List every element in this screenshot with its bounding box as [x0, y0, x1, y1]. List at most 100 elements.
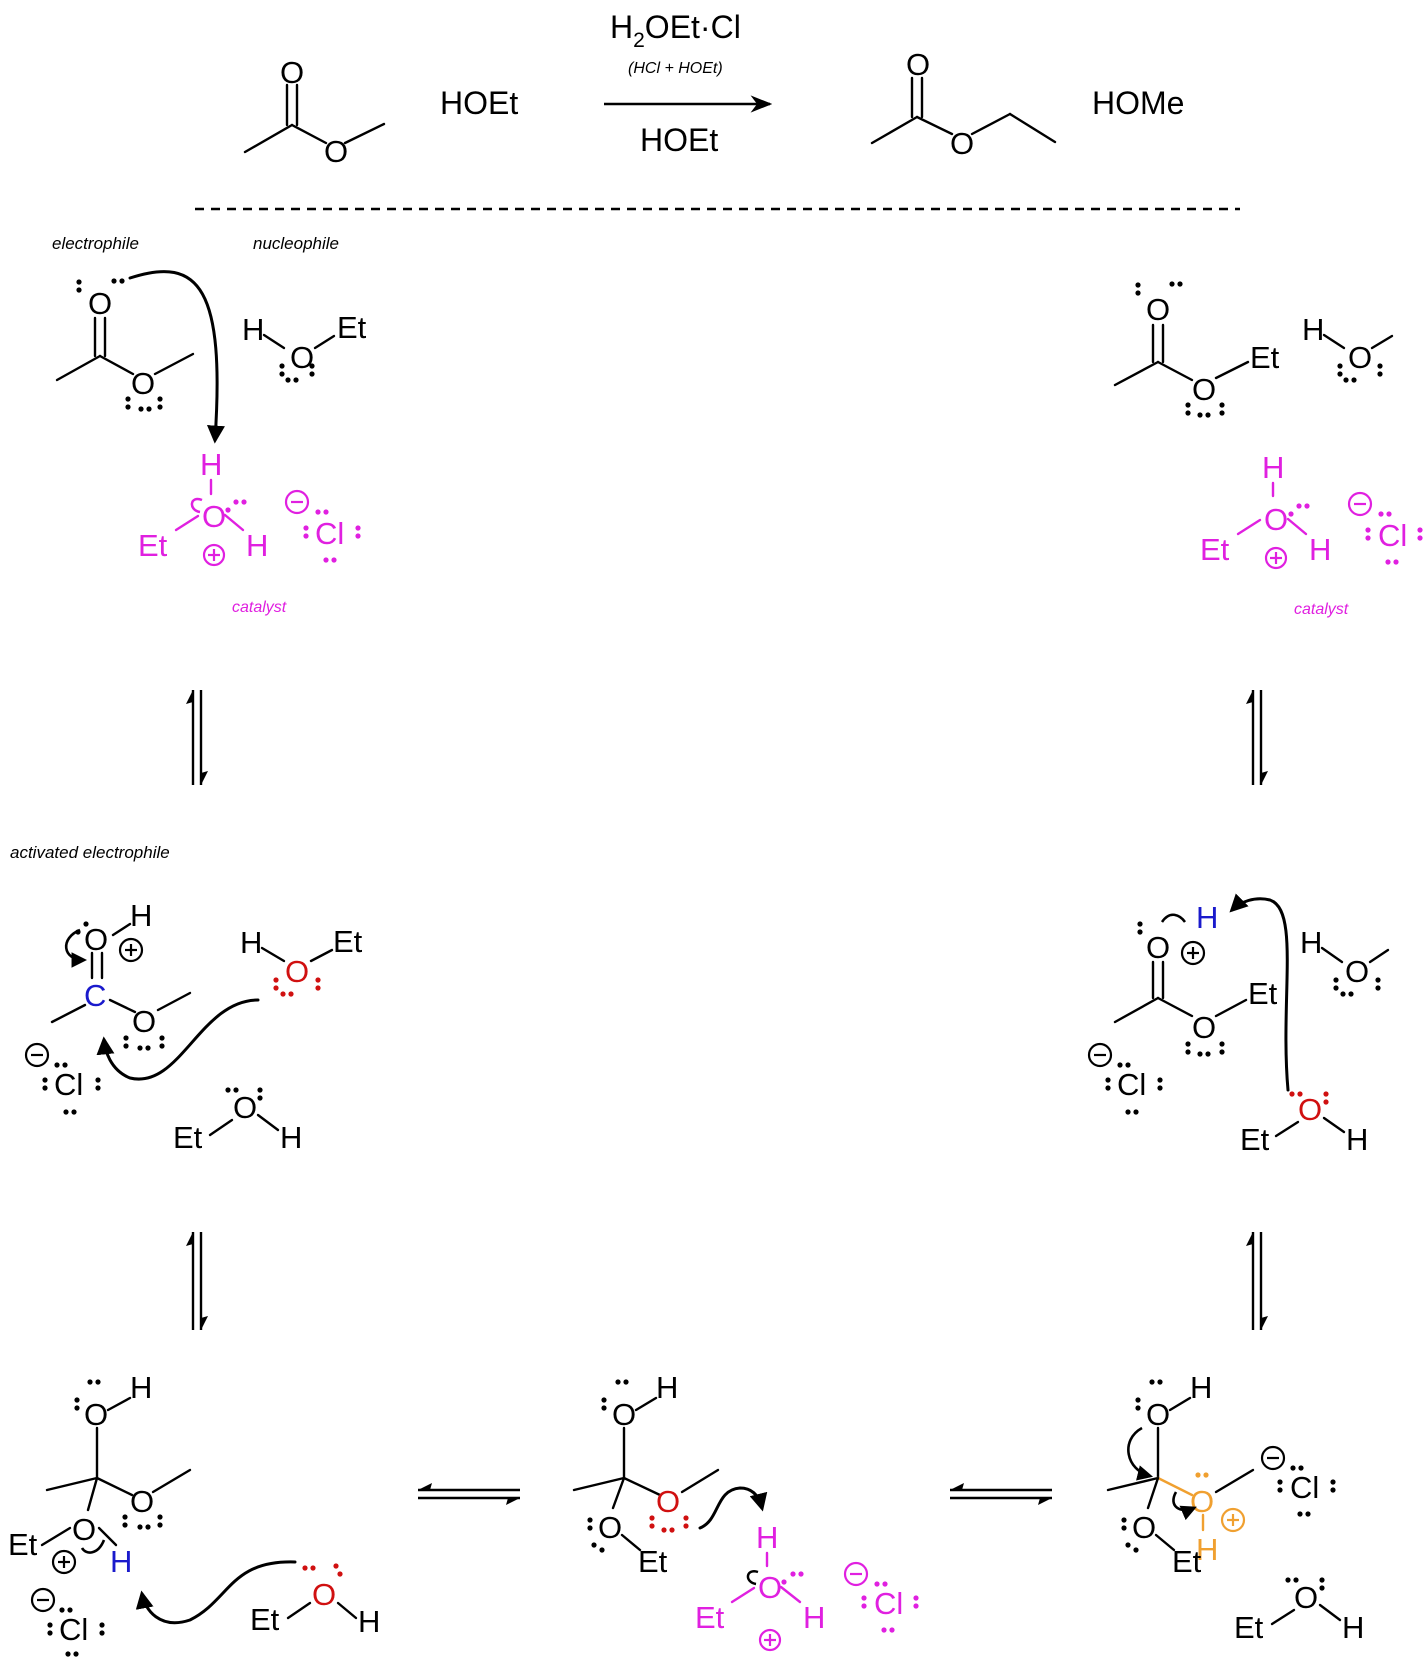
- chloride: Cl: [1260, 1445, 1336, 1517]
- atom-o: O: [72, 1512, 96, 1547]
- atom-o: O: [656, 1484, 680, 1519]
- atom-o: O: [950, 126, 974, 161]
- atom-o: O: [758, 1570, 782, 1605]
- label-catalyst: catalyst: [232, 599, 287, 616]
- panel-tetrahedral-neutral: O H O O Et H O Et H: [572, 1370, 919, 1652]
- panel-start: electrophile nucleophile O O H O Et: [52, 234, 367, 616]
- atom-h: H: [1262, 450, 1284, 485]
- atom-h: H: [240, 925, 262, 960]
- chloride: Cl: [1087, 1042, 1163, 1115]
- lone-pairs: [1289, 1091, 1329, 1105]
- curly-arrow-small: [746, 1570, 759, 1586]
- atom-o: O: [612, 1397, 636, 1432]
- negative-charge: [24, 1042, 50, 1068]
- positive-charge: [118, 937, 144, 963]
- equilibrium-arrow: [418, 1483, 520, 1505]
- catalyst-oxonium: H O Et H: [695, 1520, 825, 1652]
- equilibrium-arrow: [186, 690, 208, 785]
- atom-et: Et: [1248, 976, 1278, 1011]
- curly-arrow-small: [64, 928, 88, 968]
- atom-o: O: [1192, 372, 1216, 407]
- atom-o: O: [1264, 502, 1288, 537]
- atom-h: H: [756, 1520, 778, 1555]
- atom-cl: Cl: [874, 1586, 903, 1621]
- lone-pairs: [1333, 977, 1381, 997]
- atom-cl: Cl: [1290, 1470, 1319, 1505]
- atom-h: H: [110, 1544, 132, 1579]
- lone-pairs: [1137, 921, 1225, 1057]
- lone-pairs: [1337, 363, 1383, 383]
- panel-end: O O Et H O H O Et H: [1113, 281, 1423, 618]
- atom-h: H: [656, 1370, 678, 1405]
- atom-o: O: [285, 954, 309, 989]
- curly-arrow: [135, 1560, 297, 1625]
- reagent-note: (HCl + HOEt): [628, 60, 723, 77]
- atom-o: O: [132, 1004, 156, 1039]
- atom-o: O: [1348, 340, 1372, 375]
- curly-arrow: [128, 270, 225, 444]
- solvent-label: HOEt: [640, 122, 718, 158]
- atom-et: Et: [1240, 1122, 1270, 1157]
- label-catalyst: catalyst: [1294, 601, 1349, 618]
- lone-pairs: [1135, 281, 1225, 418]
- lone-pairs: [279, 363, 315, 383]
- equilibrium-arrow: [950, 1483, 1052, 1505]
- atom-h: H: [1196, 1532, 1218, 1567]
- atom-h: H: [1196, 900, 1218, 935]
- negative-charge: [284, 489, 310, 515]
- atom-cl: Cl: [315, 516, 344, 551]
- atom-et: Et: [173, 1120, 203, 1155]
- equilibrium-arrow: [1246, 1232, 1268, 1330]
- chloride: Cl: [1347, 491, 1423, 565]
- curly-arrow-small: [1127, 1426, 1154, 1481]
- atom-carbon: C: [84, 978, 106, 1013]
- atom-et: Et: [250, 1602, 280, 1637]
- atom-o: O: [1192, 1010, 1216, 1045]
- atom-o: O: [324, 134, 348, 169]
- curly-arrow-small: [80, 1539, 106, 1554]
- atom-et: Et: [138, 528, 168, 563]
- lone-pairs: [76, 278, 163, 412]
- negative-charge: [30, 1587, 56, 1613]
- ethyl-acetate: O O: [870, 47, 1057, 161]
- positive-charge: [1220, 1507, 1246, 1533]
- curly-arrow-small: [1160, 913, 1187, 923]
- negative-charge: [1347, 491, 1373, 517]
- lone-pairs: [75, 921, 165, 1051]
- chloride: Cl: [24, 1042, 101, 1115]
- reagent-catalyst: H2OEt·Cl: [610, 9, 741, 52]
- equilibrium-arrow: [186, 1232, 208, 1330]
- atom-et: Et: [1200, 532, 1230, 567]
- atom-o: O: [1146, 292, 1170, 327]
- atom-o: O: [1345, 954, 1369, 989]
- atom-o: O: [88, 286, 112, 321]
- lone-pairs: [1285, 1577, 1325, 1591]
- atom-o: O: [84, 1397, 108, 1432]
- reactant-ethanol: HOEt: [440, 85, 518, 121]
- atom-et: Et: [333, 924, 363, 959]
- lone-pairs: [273, 977, 321, 997]
- lone-pairs: [74, 1379, 163, 1530]
- atom-cl: Cl: [54, 1067, 83, 1102]
- atom-o: O: [233, 1090, 257, 1125]
- atom-o: O: [130, 1484, 154, 1519]
- label-activated-electrophile: activated electrophile: [10, 843, 170, 862]
- chloride: Cl: [284, 489, 361, 563]
- label-electrophile: electrophile: [52, 234, 139, 253]
- negative-charge: [843, 1561, 869, 1587]
- catalyst-oxonium: H O Et H: [138, 447, 268, 567]
- curly-arrow: [698, 1486, 768, 1530]
- positive-charge: [1180, 940, 1206, 966]
- atom-et: Et: [1250, 340, 1280, 375]
- chloride: Cl: [843, 1561, 919, 1633]
- atom-h: H: [200, 447, 222, 482]
- atom-o: O: [1132, 1510, 1156, 1545]
- atom-h: H: [1302, 312, 1324, 347]
- atom-o: O: [280, 55, 304, 90]
- atom-cl: Cl: [1378, 518, 1407, 553]
- atom-o: O: [1298, 1092, 1322, 1127]
- lone-pairs: [1121, 1379, 1163, 1553]
- catalyst-oxonium: H O Et H: [1200, 450, 1331, 570]
- positive-charge: [1264, 546, 1288, 570]
- panel-protonated-ester-product: O O Et H H O Cl: [1087, 893, 1390, 1157]
